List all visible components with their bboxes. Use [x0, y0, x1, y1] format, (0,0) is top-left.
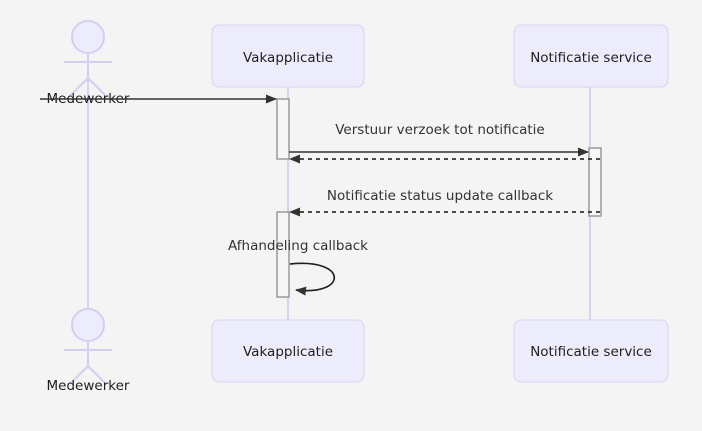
message-label-verstuur-verzoek: Verstuur verzoek tot notificatie — [335, 122, 544, 138]
activation-bars-group — [276, 98, 602, 298]
participant-box-notificatie-service-bottom[interactable] — [513, 319, 669, 383]
participant-footer-vakapplicatie[interactable]: Vakapplicatie — [211, 319, 365, 383]
participant-header-notificatie-service[interactable]: Notificatie service — [513, 24, 669, 88]
actor-leg-left-line — [69, 365, 89, 385]
actor-medewerker-top[interactable]: Medewerker — [47, 20, 130, 107]
message-label-notificatie-status-update-callback: Notificatie status update callback — [327, 188, 553, 204]
activation-bar-vakapplicatie-2[interactable] — [276, 211, 290, 298]
participant-label-vakapplicatie-bottom: Vakapplicatie — [243, 344, 333, 360]
activation-bar-vakapplicatie-1[interactable] — [276, 98, 290, 160]
message-4-notificatie-status-update-callback[interactable]: Notificatie status update callback — [289, 188, 600, 217]
activation-bar-notificatie-service-1[interactable] — [588, 147, 602, 217]
message-5-afhandeling-callback[interactable]: Afhandeling callback — [228, 238, 368, 296]
participant-header-vakapplicatie[interactable]: Vakapplicatie — [211, 24, 365, 88]
lifelines-group — [87, 53, 591, 320]
message-2-verstuur-verzoek-tot-notificatie[interactable]: Verstuur verzoek tot notificatie — [289, 122, 589, 157]
participant-footer-notificatie-service[interactable]: Notificatie service — [513, 319, 669, 383]
message-label-afhandeling-callback: Afhandeling callback — [228, 238, 368, 254]
participant-box-notificatie-service-top[interactable] — [513, 24, 669, 88]
self-loop-arrow-path — [289, 262, 336, 296]
actor-leg-left-line — [69, 77, 89, 97]
participant-box-vakapplicatie-bottom[interactable] — [211, 319, 365, 383]
actor-label-medewerker-bottom: Medewerker — [47, 378, 130, 394]
participant-label-vakapplicatie-top: Vakapplicatie — [243, 50, 333, 66]
actor-leg-right-line — [87, 77, 107, 97]
actor-head-icon — [71, 308, 105, 342]
participant-box-vakapplicatie-top[interactable] — [211, 24, 365, 88]
actor-medewerker-bottom[interactable]: Medewerker — [47, 308, 130, 394]
participant-label-notificatie-service-top: Notificatie service — [530, 50, 652, 66]
actor-leg-right-line — [87, 365, 107, 385]
participant-label-notificatie-service-bottom: Notificatie service — [530, 344, 652, 360]
actor-head-icon — [71, 20, 105, 54]
